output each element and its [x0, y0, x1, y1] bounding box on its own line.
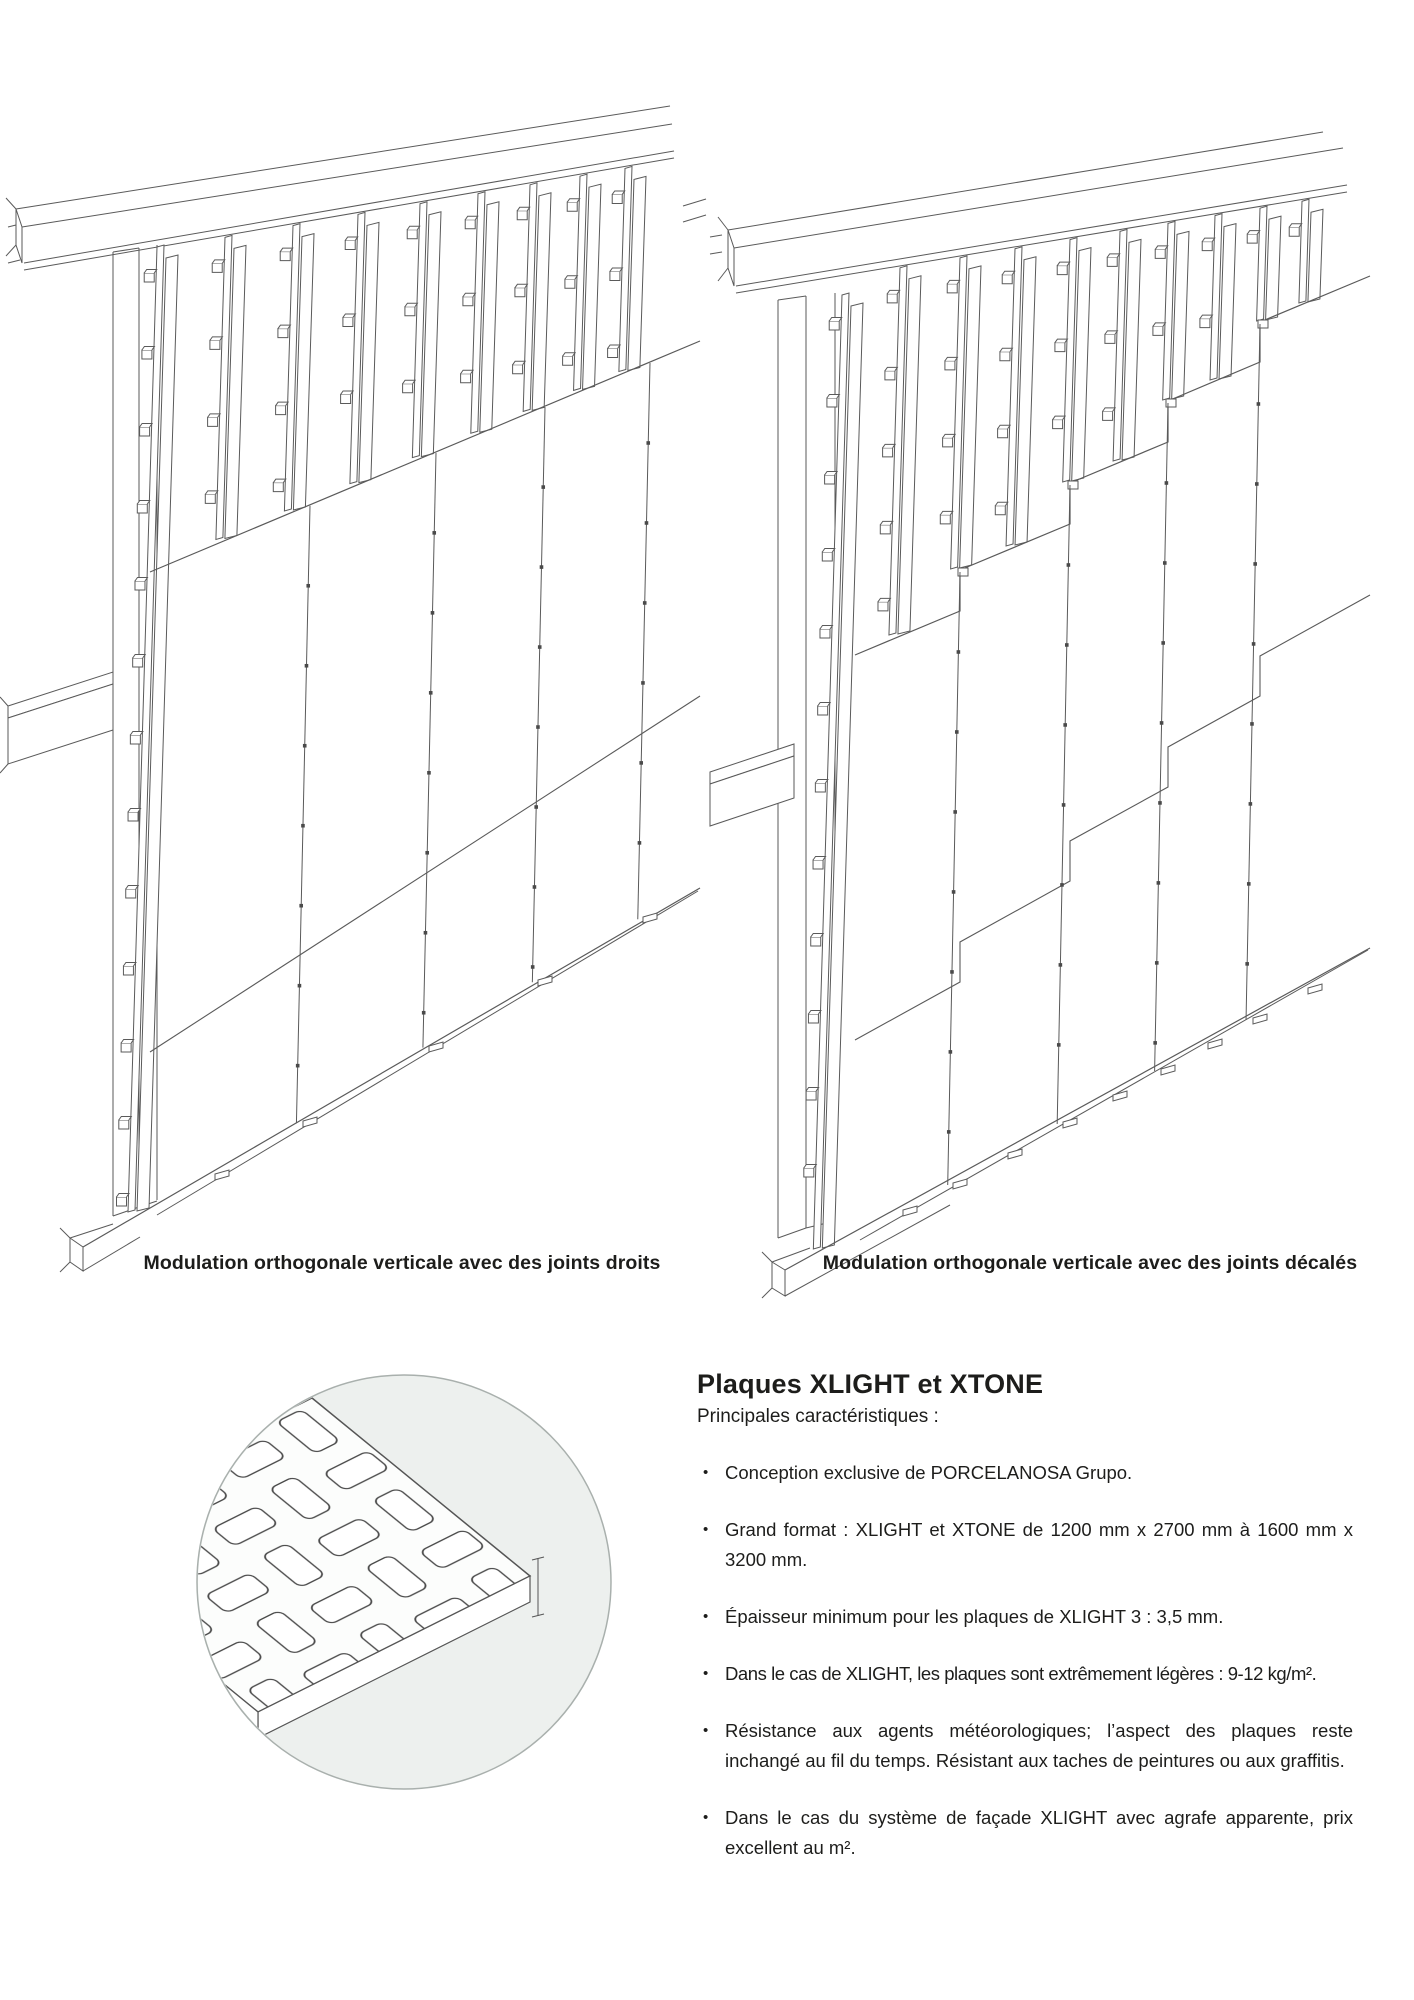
bullet-icon: • [703, 1809, 709, 1826]
bullet-icon: • [703, 1464, 709, 1481]
list-item-text: Grand format : XLIGHT et XTONE de 1200 m… [725, 1519, 1353, 1570]
section-subtitle: Principales caractéristiques : [697, 1406, 939, 1427]
bullet-icon: • [703, 1608, 709, 1625]
list-item: • Conception exclusive de PORCELANOSA Gru… [697, 1458, 1353, 1488]
list-item: • Épaisseur minimum pour les plaques de X… [697, 1602, 1353, 1632]
right-diagram [709, 131, 1371, 1299]
right-diagram-caption: Modulation orthogonale verticale avec de… [822, 1252, 1358, 1274]
list-item: • Grand format : XLIGHT et XTONE de 1200 … [697, 1515, 1353, 1575]
list-item-text: Épaisseur minimum pour les plaques de XL… [725, 1606, 1224, 1627]
features-section: Plaques XLIGHT et XTONE Principales cara… [697, 1369, 1353, 1890]
list-item-text: Dans le cas du système de façade XLIGHT … [725, 1807, 1353, 1858]
section-title: Plaques XLIGHT et XTONE [697, 1369, 1044, 1399]
list-item: • Résistance aux agents météorologiques; … [697, 1716, 1353, 1776]
bullet-icon: • [703, 1722, 709, 1739]
list-item-text: Conception exclusive de PORCELANOSA Grup… [725, 1462, 1133, 1483]
thickness-dimension [531, 1556, 545, 1618]
detail-circle [196, 1374, 612, 1790]
list-item: • Dans le cas du système de façade XLIGHT… [697, 1803, 1353, 1863]
bullet-icon: • [703, 1521, 709, 1538]
left-diagram-caption: Modulation orthogonale verticale avec de… [143, 1252, 661, 1274]
list-item-text: Dans le cas de XLIGHT, les plaques sont … [725, 1663, 1317, 1684]
list-item-text: Résistance aux agents météorologiques; l… [725, 1720, 1353, 1771]
bullet-icon: • [703, 1665, 708, 1682]
left-diagram [0, 105, 707, 1273]
list-item: • Dans le cas de XLIGHT, les plaques sont… [697, 1659, 1353, 1689]
feature-list: • Conception exclusive de PORCELANOSA Gru… [697, 1458, 1353, 1863]
